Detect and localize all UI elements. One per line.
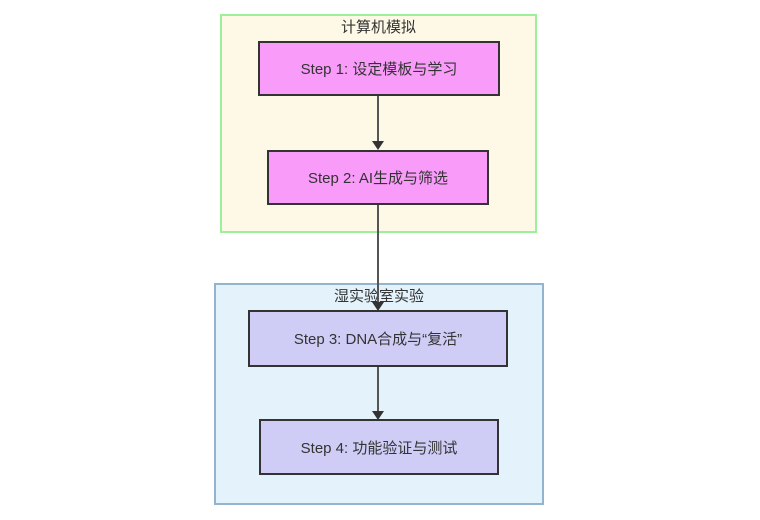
- node-step4: Step 4: 功能验证与测试: [259, 419, 499, 475]
- arrowhead-icon: [372, 411, 384, 420]
- cluster-computer-simulation-title: 计算机模拟: [340, 19, 416, 36]
- edge-step3-step4: [371, 367, 385, 420]
- arrowhead-icon: [372, 141, 384, 150]
- arrowhead-icon: [372, 302, 384, 311]
- edge-line: [377, 205, 379, 304]
- edge-step1-step2: [371, 96, 385, 150]
- edge-step2-step3: [371, 205, 385, 311]
- node-step1: Step 1: 设定模板与学习: [258, 41, 500, 96]
- node-step3: Step 3: DNA合成与“复活”: [248, 310, 508, 367]
- edge-line: [377, 96, 379, 143]
- edge-line: [377, 367, 379, 413]
- node-step2: Step 2: AI生成与筛选: [267, 150, 489, 205]
